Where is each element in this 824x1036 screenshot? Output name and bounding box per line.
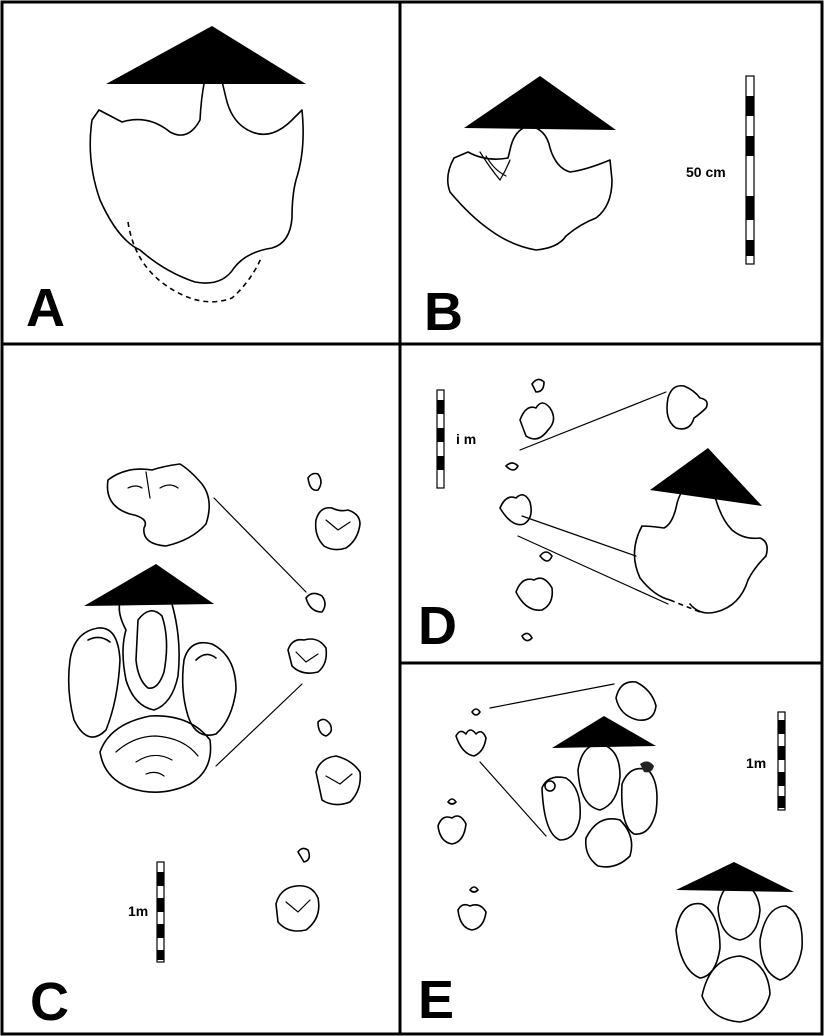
direction-arrow — [650, 448, 762, 506]
scale-label: 1m — [746, 755, 766, 771]
panel-a: A — [26, 26, 306, 338]
footprint-cluster — [542, 744, 657, 867]
footprint-outline — [616, 682, 656, 720]
trackway — [500, 379, 554, 640]
scale-bar — [157, 862, 164, 962]
footprint-outline — [107, 464, 209, 546]
panel-letter-e: E — [418, 970, 454, 1030]
footprint-cluster — [676, 882, 802, 1022]
direction-arrow — [676, 862, 794, 892]
panel-b: 50 cm B — [424, 76, 754, 342]
scale-bar — [746, 76, 754, 264]
panel-letter-b: B — [424, 282, 463, 342]
panel-letter-a: A — [26, 278, 65, 338]
trackway — [276, 474, 360, 932]
panel-letter-c: C — [30, 972, 69, 1032]
footprint-missing-heel-outline — [128, 222, 262, 302]
trackway — [438, 709, 486, 930]
panel-letter-d: D — [418, 596, 457, 656]
large-footprint — [69, 584, 236, 793]
scale-bar — [778, 712, 785, 810]
footprint-outline — [667, 386, 707, 429]
panel-d: i m D — [418, 379, 767, 656]
footprint-outline — [448, 126, 612, 250]
scale-label: 1m — [128, 903, 148, 919]
panel-e: 1m E — [418, 682, 802, 1030]
panel-c: 1m C — [30, 464, 360, 1032]
scale-label: 50 cm — [686, 164, 726, 180]
scale-label: i m — [456, 431, 476, 447]
direction-arrow — [464, 76, 616, 130]
scale-bar — [437, 390, 444, 488]
direction-arrow — [106, 26, 306, 84]
direction-arrow — [84, 564, 214, 606]
